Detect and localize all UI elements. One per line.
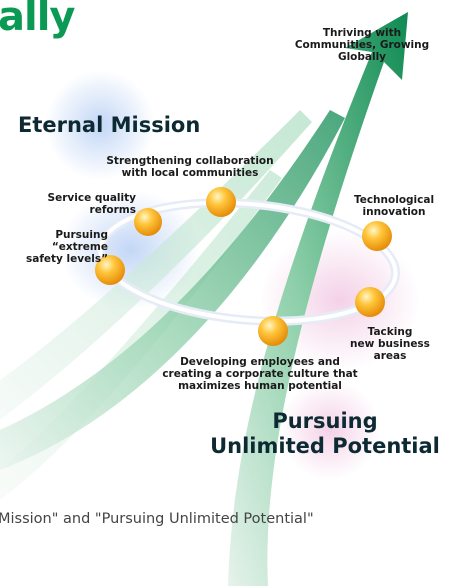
node-service-quality-label: Service quality reforms <box>40 192 136 216</box>
node-safety-line1: Pursuing “extreme <box>51 229 108 253</box>
node-collaboration-line2: with local communities <box>121 167 259 179</box>
node-employees-line2: creating a corporate culture that <box>162 368 358 380</box>
unlimited-potential-title: Pursuing Unlimited Potential <box>205 409 445 459</box>
node-safety-dot <box>95 255 125 285</box>
unlimited-potential-line1: Pursuing <box>272 409 378 433</box>
top-goal-label: Thriving with Communities, Growing Globa… <box>294 27 430 63</box>
node-new-business-line1: Tacking <box>367 326 413 338</box>
arrow-streak-back-1 <box>0 110 312 420</box>
node-employees-dot <box>258 316 288 346</box>
node-service-quality-dot <box>134 208 162 236</box>
unlimited-potential-glow <box>280 380 380 480</box>
node-technology-line2: innovation <box>362 206 426 218</box>
node-service-quality-line1: Service quality <box>47 192 136 204</box>
node-new-business-line2: new business <box>350 338 430 350</box>
node-collaboration-dot <box>206 187 236 217</box>
node-employees-line1: Developing employees and <box>180 356 340 368</box>
node-service-quality-line2: reforms <box>89 204 136 216</box>
eternal-mission-title: Eternal Mission <box>18 113 201 137</box>
node-safety-label: Pursuing “extreme safety levels” <box>0 229 108 265</box>
eternal-mission-glow <box>45 70 155 180</box>
node-technology-dot <box>362 221 392 251</box>
unlimited-potential-line2: Unlimited Potential <box>210 434 440 458</box>
node-technology-line1: Technological <box>353 194 435 206</box>
node-new-business-dot <box>355 287 385 317</box>
figure-caption: Mission" and "Pursuing Unlimited Potenti… <box>0 511 314 527</box>
headline-fragment: ally <box>0 0 75 40</box>
mission-ring-highlight <box>98 200 398 324</box>
node-safety-line2: safety levels” <box>26 253 108 265</box>
node-new-business-line3: areas <box>373 350 407 362</box>
node-employees-line3: maximizes human potential <box>178 380 342 392</box>
node-collaboration-label: Strengthening collaboration with local c… <box>95 155 285 179</box>
ring-glow-left <box>60 190 200 310</box>
node-technology-label: Technological innovation <box>344 194 444 218</box>
growth-arrow-secondary <box>0 110 345 470</box>
node-new-business-label: Tacking new business areas <box>340 326 440 362</box>
node-collaboration-line1: Strengthening collaboration <box>106 155 274 167</box>
node-employees-label: Developing employees and creating a corp… <box>150 356 370 392</box>
growth-arrow <box>228 12 408 586</box>
